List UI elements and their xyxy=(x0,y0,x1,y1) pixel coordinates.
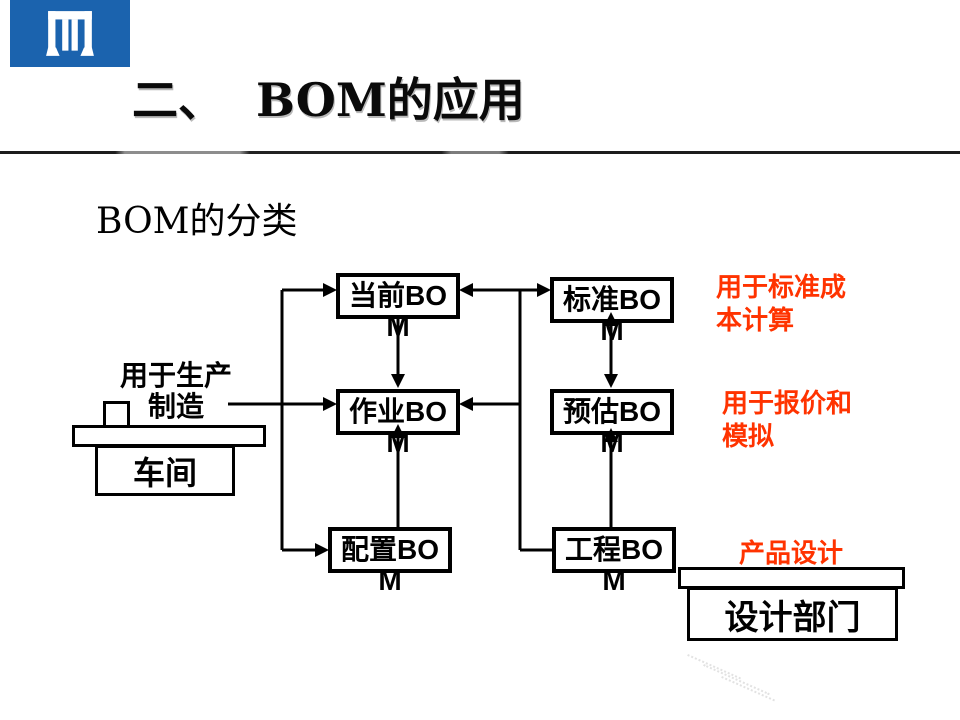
workshop-label: 车间 xyxy=(132,454,197,491)
bom-box-configured: 配置BO M xyxy=(328,527,452,596)
annotation-standard-cost-line1: 用于标准成 xyxy=(716,272,847,302)
annotation-production-line2: 制造 xyxy=(147,391,204,422)
bom-box-engineering: 工程BO M xyxy=(552,527,676,596)
annotation-product-design: 产品设计 xyxy=(739,538,844,568)
watermark xyxy=(687,650,808,702)
design-dept-tabletop-shape xyxy=(678,567,905,589)
gate-columns-icon xyxy=(44,8,96,60)
bom-box-estimated-label: 预估BO xyxy=(562,396,661,427)
bom-box-current-label-overflow: M xyxy=(386,311,410,342)
annotation-standard-cost-line2: 本计算 xyxy=(716,305,795,335)
bom-box-estimated: 预估BO M xyxy=(550,389,674,458)
design-dept-label: 设计部门 xyxy=(724,598,861,637)
bom-box-engineering-label-overflow: M xyxy=(602,565,626,596)
annotation-quotation-line1: 用于报价和 xyxy=(722,388,853,418)
bom-box-estimated-label-overflow: M xyxy=(600,427,624,458)
bom-box-configured-label-overflow: M xyxy=(378,565,402,596)
annotation-production-line1: 用于生产 xyxy=(119,360,232,391)
workshop-tabletop-shape xyxy=(72,425,266,447)
annotation-quotation-line2: 模拟 xyxy=(722,421,775,451)
annotation-quotation: 用于报价和 模拟 xyxy=(722,387,892,453)
bom-box-standard: 标准BO M xyxy=(550,277,674,346)
design-dept-entity: 设计部门 xyxy=(687,587,898,641)
page-title: 二、 BOM的应用 xyxy=(132,73,525,127)
bom-box-configured-label: 配置BO xyxy=(340,534,439,565)
bom-box-engineering-label: 工程BO xyxy=(564,534,663,565)
company-logo xyxy=(10,0,130,67)
title-divider xyxy=(0,151,960,154)
workshop-entity: 车间 xyxy=(95,445,235,496)
bom-box-standard-label-overflow: M xyxy=(600,315,624,346)
annotation-production: 用于生产 制造 xyxy=(98,360,254,422)
bom-box-standard-label: 标准BO xyxy=(562,284,661,315)
bom-box-operation-label-overflow: M xyxy=(386,427,410,458)
bom-box-current: 当前BO M xyxy=(336,273,460,342)
annotation-standard-cost: 用于标准成 本计算 xyxy=(716,271,886,337)
bom-box-operation: 作业BO M xyxy=(336,389,460,458)
bom-box-current-label: 当前BO xyxy=(348,280,447,311)
section-heading: BOM的分类 xyxy=(96,201,298,242)
bom-box-operation-label: 作业BO xyxy=(348,396,447,427)
